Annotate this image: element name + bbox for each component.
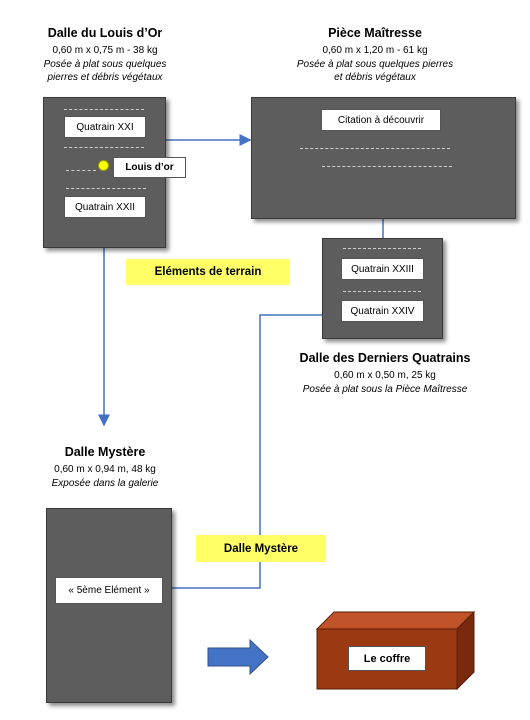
louis-dims: 0,60 m x 0,75 m - 38 kg (52, 45, 158, 56)
text-line (322, 166, 452, 167)
citation-label: Citation à découvrir (321, 109, 441, 131)
text-line (343, 291, 421, 292)
mystere-note: Dalle Mystère (196, 535, 326, 562)
louis-desc-1: Posée à plat sous quelques (43, 59, 167, 70)
line-derniers-to-element (164, 314, 322, 589)
terrain-note: Eléments de terrain (126, 259, 290, 285)
text-line (66, 188, 146, 189)
louis-dor-label: Louis d’or (113, 157, 186, 178)
text-line (66, 170, 96, 171)
louis-desc-2: pierres et débris végétaux (47, 72, 163, 83)
text-line (343, 248, 421, 249)
text-line (64, 109, 144, 110)
piece-dims: 0,60 m x 1,20 m - 61 kg (322, 45, 428, 56)
derniers-dims: 0,60 m x 0,50 m, 25 kg (334, 370, 436, 381)
mystere-title: Dalle Mystère (64, 445, 146, 459)
text-line (64, 147, 144, 148)
mystere-dims: 0,60 m x 0,94 m, 48 kg (54, 464, 156, 475)
louis-title: Dalle du Louis d’Or (47, 26, 163, 40)
text-line (300, 148, 450, 149)
quatrain-xxiii: Quatrain XXIII (341, 258, 424, 280)
piece-slab: Citation à découvrir (251, 97, 516, 219)
mystere-slab: « 5ème Elément » (46, 508, 172, 703)
gold-coin-icon (98, 160, 109, 171)
derniers-slab: Quatrain XXIII Quatrain XXIV (322, 238, 443, 339)
louis-quatrain-xxii: Quatrain XXII (64, 196, 146, 218)
louis-quatrain-xxi: Quatrain XXI (64, 116, 146, 138)
quatrain-xxiv: Quatrain XXIV (341, 300, 424, 322)
derniers-title: Dalle des Derniers Quatrains (299, 351, 471, 365)
piece-title: Pièce Maîtresse (328, 26, 422, 40)
louis-slab: Quatrain XXI Quatrain XXII (43, 97, 166, 248)
piece-desc-2: et débris végétaux (334, 72, 416, 83)
mystere-desc: Exposée dans la galerie (51, 478, 159, 489)
cinquieme-element-label: « 5ème Elément » (55, 577, 163, 604)
coffre-label: Le coffre (348, 646, 426, 671)
piece-desc-1: Posée à plat sous quelques pierres (296, 59, 454, 70)
derniers-desc: Posée à plat sous la Pièce Maîtresse (302, 384, 468, 395)
